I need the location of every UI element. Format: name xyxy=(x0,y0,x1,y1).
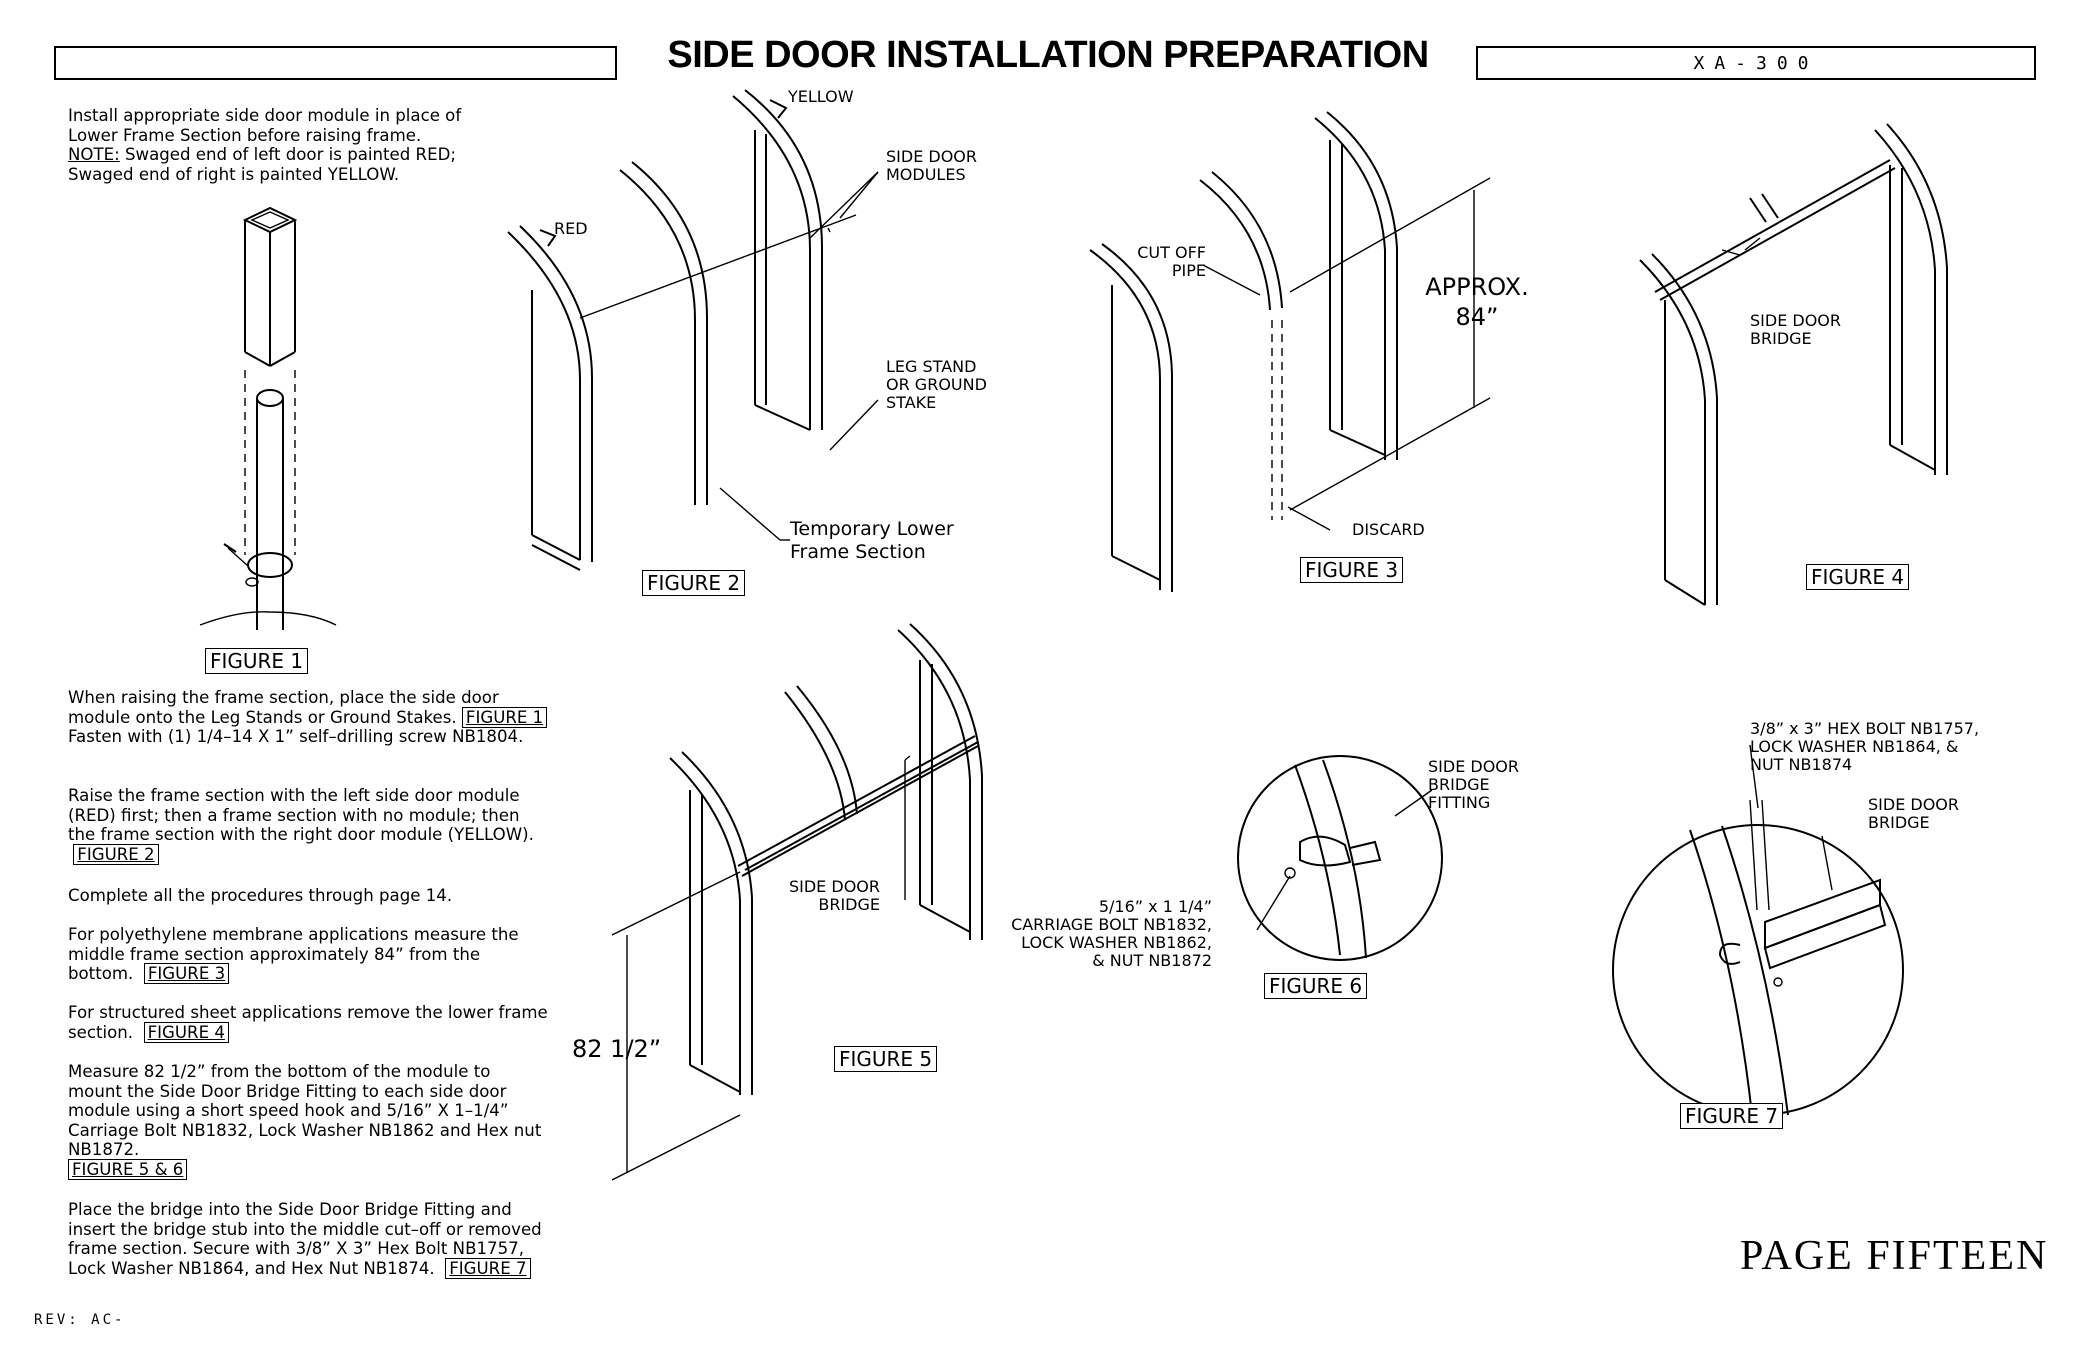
label-red: RED xyxy=(554,219,588,238)
page-title: SIDE DOOR INSTALLATION PREPARATION xyxy=(667,34,1429,76)
figure-5-drawing xyxy=(611,623,983,1181)
page-number: PAGE FIFTEEN xyxy=(1740,1233,2049,1279)
step-raise-frame: When raising the frame section, place th… xyxy=(68,688,548,747)
step-complete-procedures: Complete all the procedures through page… xyxy=(68,886,453,905)
label-approx-84: APPROX. 84” xyxy=(1425,273,1529,331)
step-structured-sheet: For structured sheet applications remove… xyxy=(68,1003,548,1043)
label-discard: DISCARD xyxy=(1352,520,1425,539)
step-place-bridge: Place the bridge into the Side Door Brid… xyxy=(68,1200,542,1279)
step-polyethylene: For polyethylene membrane applications m… xyxy=(68,925,519,984)
intro-line-2: Lower Frame Section before raising frame… xyxy=(68,125,422,145)
figure-1-drawing xyxy=(199,206,337,630)
label-side-door-modules: SIDE DOOR MODULES xyxy=(886,147,978,184)
label-carriage-bolt: 5/16” x 1 1/4” CARRIAGE BOLT NB1832, LOC… xyxy=(1011,897,1212,970)
intro-line-4: Swaged end of right is painted YELLOW. xyxy=(68,164,400,184)
model-number-box: XA-300 xyxy=(1476,46,2036,80)
step-raise-order: Raise the frame section with the left si… xyxy=(68,786,534,865)
ref-figure-5-6[interactable]: FIGURE 5 & 6 xyxy=(68,1158,188,1180)
ref-figure-4[interactable]: FIGURE 4 xyxy=(143,1021,229,1043)
note-label: NOTE: xyxy=(68,145,120,164)
label-bridge-fig5: SIDE DOOR BRIDGE xyxy=(788,877,880,914)
label-bridge-fig4: SIDE DOOR BRIDGE xyxy=(1750,311,1842,348)
figure-4-drawing xyxy=(1639,123,1948,606)
figure-4-caption: FIGURE 4 xyxy=(1806,564,1910,590)
ref-figure-2[interactable]: FIGURE 2 xyxy=(73,843,159,865)
ref-figure-1[interactable]: FIGURE 1 xyxy=(461,706,548,728)
revision-label: REV: AC- xyxy=(34,1312,126,1328)
label-yellow: YELLOW xyxy=(788,87,854,106)
note-text: Swaged end of left door is painted RED; xyxy=(119,145,456,164)
figure-6-caption: FIGURE 6 xyxy=(1264,973,1368,999)
figure-3-caption: FIGURE 3 xyxy=(1300,557,1404,583)
figure-1-caption: FIGURE 1 xyxy=(205,648,309,674)
figure-7-drawing xyxy=(1612,744,1904,1116)
step-measure: Measure 82 1/2” from the bottom of the m… xyxy=(68,1062,542,1180)
label-cut-off-pipe: CUT OFF PIPE xyxy=(1137,243,1206,280)
label-hex-bolt: 3/8” x 3” HEX BOLT NB1757, LOCK WASHER N… xyxy=(1750,719,1980,774)
figure-7-caption: FIGURE 7 xyxy=(1680,1103,1784,1129)
ref-figure-3[interactable]: FIGURE 3 xyxy=(143,963,230,984)
figure-5-caption: FIGURE 5 xyxy=(834,1046,938,1072)
label-leg-stand: LEG STAND OR GROUND STAKE xyxy=(886,357,987,412)
label-dim-82-half: 82 1/2” xyxy=(572,1035,662,1063)
intro-paragraph: Install appropriate side door module in … xyxy=(68,106,548,184)
header-left-box xyxy=(54,46,617,80)
ref-figure-7[interactable]: FIGURE 7 xyxy=(445,1257,531,1279)
figure-6-drawing xyxy=(1237,755,1443,961)
figure-2-drawing xyxy=(507,89,879,571)
label-temporary-lower: Temporary Lower Frame Section xyxy=(790,518,954,563)
label-bridge-fitting: SIDE DOOR BRIDGE FITTING xyxy=(1428,757,1520,812)
label-bridge-fig7: SIDE DOOR BRIDGE xyxy=(1868,795,1960,832)
figure-2-caption: FIGURE 2 xyxy=(642,570,746,596)
figure-3-drawing xyxy=(1089,111,1491,592)
intro-line-1: Install appropriate side door module in … xyxy=(68,106,462,125)
